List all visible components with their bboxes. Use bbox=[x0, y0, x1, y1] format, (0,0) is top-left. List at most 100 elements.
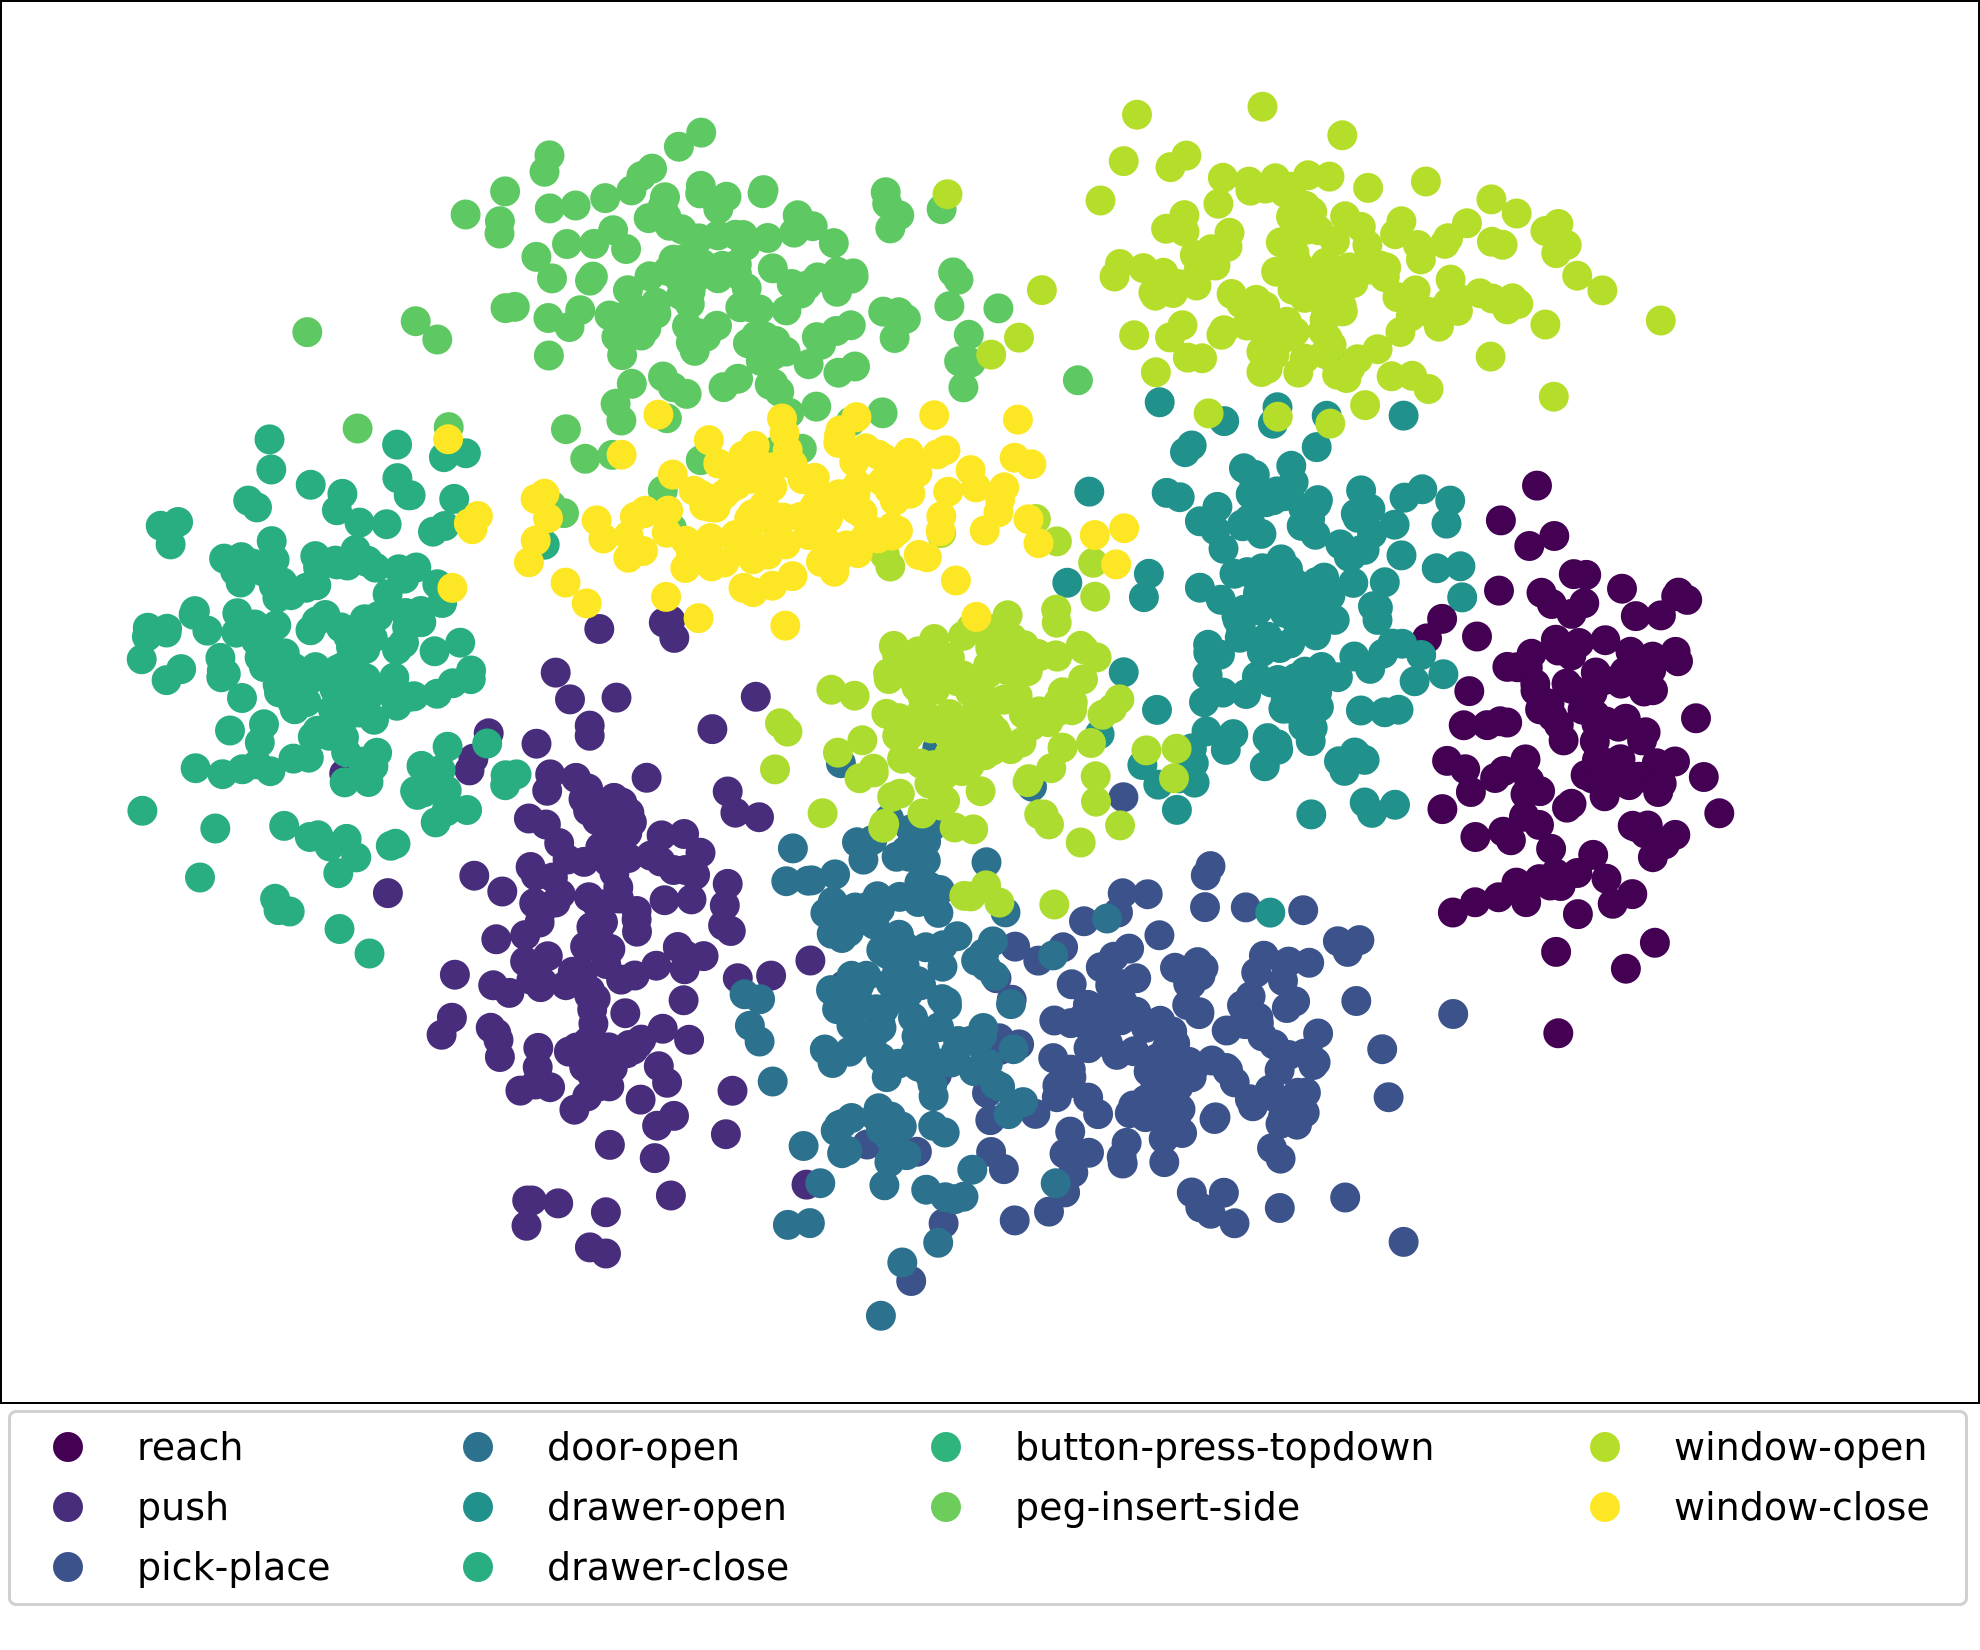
scatter-point-pick-place bbox=[1195, 851, 1226, 882]
scatter-point-reach bbox=[1502, 652, 1532, 683]
scatter-point-door-open bbox=[979, 960, 1010, 991]
scatter-point-window-open bbox=[1260, 163, 1291, 194]
scatter-point-door-open bbox=[910, 932, 941, 963]
scatter-point-reach bbox=[1580, 699, 1611, 730]
scatter-point-window-open bbox=[1492, 294, 1523, 325]
scatter-point-peg-insert-side bbox=[989, 637, 1020, 668]
scatter-point-window-close bbox=[619, 501, 650, 532]
scatter-point-window-close bbox=[879, 485, 910, 516]
scatter-point-peg-insert-side bbox=[1159, 763, 1189, 794]
scatter-point-drawer-open bbox=[1380, 789, 1410, 820]
scatter-point-window-close bbox=[902, 457, 933, 488]
scatter-point-drawer-open bbox=[1299, 585, 1330, 615]
scatter-point-push bbox=[599, 782, 629, 813]
scatter-point-door-open bbox=[1092, 903, 1123, 934]
scatter-point-door-open bbox=[898, 1002, 928, 1033]
scatter-point-door-open bbox=[957, 1154, 988, 1185]
scatter-point-window-open bbox=[1240, 311, 1271, 342]
scatter-point-push bbox=[697, 714, 728, 745]
scatter-point-drawer-open bbox=[1184, 506, 1215, 537]
scatter-point-window-close bbox=[940, 565, 971, 596]
scatter-point-push bbox=[580, 983, 611, 1014]
scatter-point-window-close bbox=[785, 501, 816, 532]
scatter-point-reach bbox=[1630, 717, 1661, 748]
scatter-point-drawer-open bbox=[1208, 533, 1239, 564]
scatter-point-drawer-close bbox=[324, 914, 355, 944]
scatter-point-reach bbox=[1562, 899, 1593, 930]
scatter-point-push bbox=[655, 1180, 686, 1211]
scatter-point-push bbox=[478, 970, 509, 1001]
scatter-point-push bbox=[610, 998, 641, 1029]
scatter-point-drawer-close bbox=[206, 662, 237, 693]
scatter-point-door-open bbox=[924, 1012, 954, 1043]
scatter-point-window-close bbox=[955, 455, 986, 486]
scatter-point-drawer-open bbox=[1301, 432, 1332, 463]
scatter-point-door-open bbox=[927, 951, 958, 982]
scatter-point-pick-place bbox=[1073, 1033, 1104, 1064]
scatter-point-peg-insert-side bbox=[939, 812, 970, 843]
scatter-point-window-close bbox=[653, 495, 684, 526]
scatter-point-drawer-close bbox=[227, 683, 257, 713]
scatter-point-pick-place bbox=[1211, 1015, 1242, 1046]
scatter-point-reach bbox=[1524, 809, 1554, 840]
scatter-point-push bbox=[594, 1129, 625, 1160]
scatter-point-door-open bbox=[874, 929, 905, 959]
scatter-point-window-close bbox=[840, 494, 871, 525]
legend-marker-button-press-topdown bbox=[931, 1432, 961, 1462]
scatter-point-window-open bbox=[1327, 120, 1358, 151]
scatter-point-peg-insert-side bbox=[934, 739, 964, 770]
scatter-point-door-open bbox=[955, 1025, 986, 1056]
scatter-point-peg-insert-side bbox=[1161, 733, 1192, 764]
scatter-point-window-close bbox=[651, 581, 682, 612]
scatter-point-button-press-topdown bbox=[499, 291, 530, 322]
scatter-point-reach bbox=[1510, 779, 1541, 810]
scatter-point-window-open bbox=[1122, 99, 1152, 130]
scatter-point-pick-place bbox=[1160, 1028, 1191, 1059]
scatter-point-peg-insert-side bbox=[970, 684, 1001, 715]
scatter-point-window-close bbox=[433, 424, 464, 455]
scatter-point-button-press-topdown bbox=[616, 368, 647, 399]
scatter-point-drawer-open bbox=[1421, 553, 1452, 584]
scatter-point-button-press-topdown bbox=[450, 199, 481, 230]
scatter-point-button-press-topdown bbox=[708, 372, 739, 403]
scatter-point-push bbox=[658, 855, 689, 885]
scatter-point-button-press-topdown bbox=[537, 263, 567, 294]
scatter-point-drawer-open bbox=[1319, 604, 1350, 635]
scatter-point-drawer-close bbox=[472, 728, 503, 759]
scatter-point-reach bbox=[1485, 505, 1516, 536]
scatter-point-window-close bbox=[550, 567, 581, 598]
scatter-point-pick-place bbox=[1074, 1137, 1104, 1168]
scatter-point-drawer-open bbox=[1338, 567, 1369, 598]
scatter-point-push bbox=[669, 819, 700, 849]
scatter-point-door-open bbox=[834, 1036, 865, 1067]
legend-item-drawer-close: drawer-close bbox=[421, 1545, 789, 1589]
scatter-point-drawer-open bbox=[1345, 695, 1376, 726]
scatter-point-push bbox=[459, 860, 490, 891]
scatter-point-reach bbox=[1536, 833, 1567, 864]
scatter-point-window-open bbox=[1322, 359, 1353, 390]
scatter-point-button-press-topdown bbox=[590, 183, 621, 214]
scatter-point-button-press-topdown bbox=[533, 340, 564, 371]
scatter-point-reach bbox=[1615, 636, 1646, 667]
scatter-point-reach bbox=[1472, 710, 1503, 741]
scatter-point-pick-place bbox=[1330, 1182, 1361, 1213]
scatter-point-window-close bbox=[683, 603, 714, 634]
scatter-point-push bbox=[674, 1024, 705, 1055]
scatter-point-push bbox=[372, 878, 403, 909]
scatter-point-drawer-open bbox=[1144, 387, 1175, 418]
scatter-point-button-press-topdown bbox=[616, 175, 647, 206]
scatter-point-window-open bbox=[1476, 226, 1507, 257]
scatter-point-reach bbox=[1630, 818, 1661, 849]
scatter-point-button-press-topdown bbox=[600, 302, 631, 333]
scatter-point-drawer-close bbox=[209, 543, 240, 574]
scatter-point-drawer-close bbox=[185, 862, 215, 893]
scatter-point-drawer-close bbox=[166, 654, 197, 685]
scatter-point-pick-place bbox=[1271, 993, 1302, 1023]
scatter-point-window-open bbox=[1193, 398, 1224, 429]
scatter-point-button-press-topdown bbox=[400, 306, 431, 337]
scatter-point-pick-place bbox=[1264, 1193, 1295, 1223]
scatter-point-drawer-open bbox=[1302, 485, 1333, 516]
scatter-point-drawer-open bbox=[1234, 504, 1265, 535]
scatter-point-push bbox=[516, 1185, 547, 1216]
scatter-point-drawer-close bbox=[379, 662, 410, 693]
